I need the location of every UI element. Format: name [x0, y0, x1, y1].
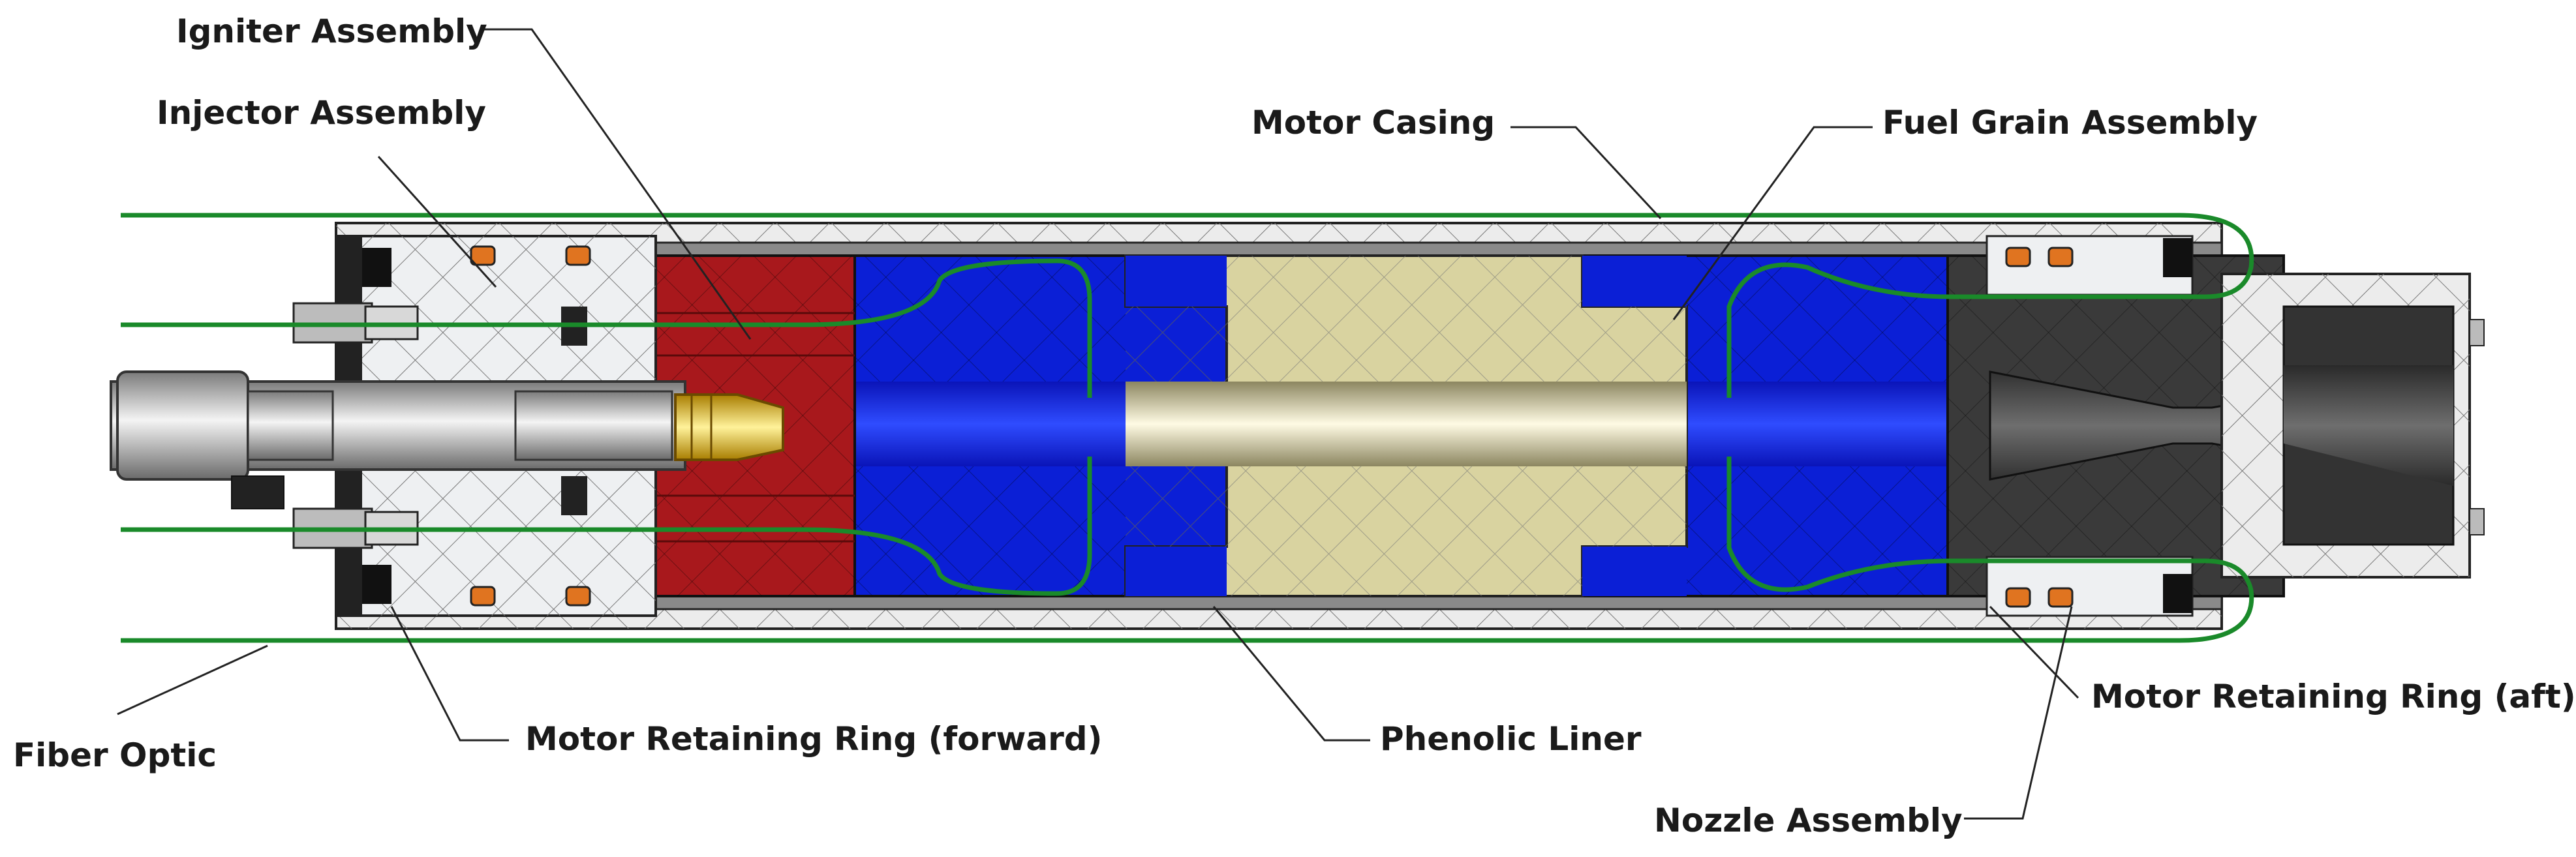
aft-o-ring-seals	[2005, 247, 2074, 608]
fiber-optic-lines	[121, 213, 2254, 643]
label-motor-casing: Motor Casing	[1251, 104, 1495, 142]
label-injector-assembly: Injector Assembly	[157, 94, 486, 132]
label-fiber-optic: Fiber Optic	[13, 736, 217, 774]
grain-carrier	[1124, 254, 1688, 597]
igniter-brass-fitting	[674, 393, 784, 461]
aft-housing	[2220, 273, 2485, 579]
leader-lines	[117, 28, 2079, 820]
labels: Igniter Assembly Injector Assembly Motor…	[13, 12, 2576, 839]
label-phenolic-liner: Phenolic Liner	[1380, 720, 1642, 758]
label-fuel-grain-assembly: Fuel Grain Assembly	[1882, 104, 2258, 142]
feed-tube	[110, 370, 686, 481]
label-motor-retaining-ring-forward: Motor Retaining Ring (forward)	[525, 720, 1102, 758]
forward-o-ring-seals	[470, 245, 591, 607]
label-nozzle-assembly: Nozzle Assembly	[1654, 802, 1963, 839]
label-motor-retaining-ring-aft: Motor Retaining Ring (aft)	[2091, 678, 2576, 715]
label-igniter-assembly: Igniter Assembly	[176, 12, 487, 50]
